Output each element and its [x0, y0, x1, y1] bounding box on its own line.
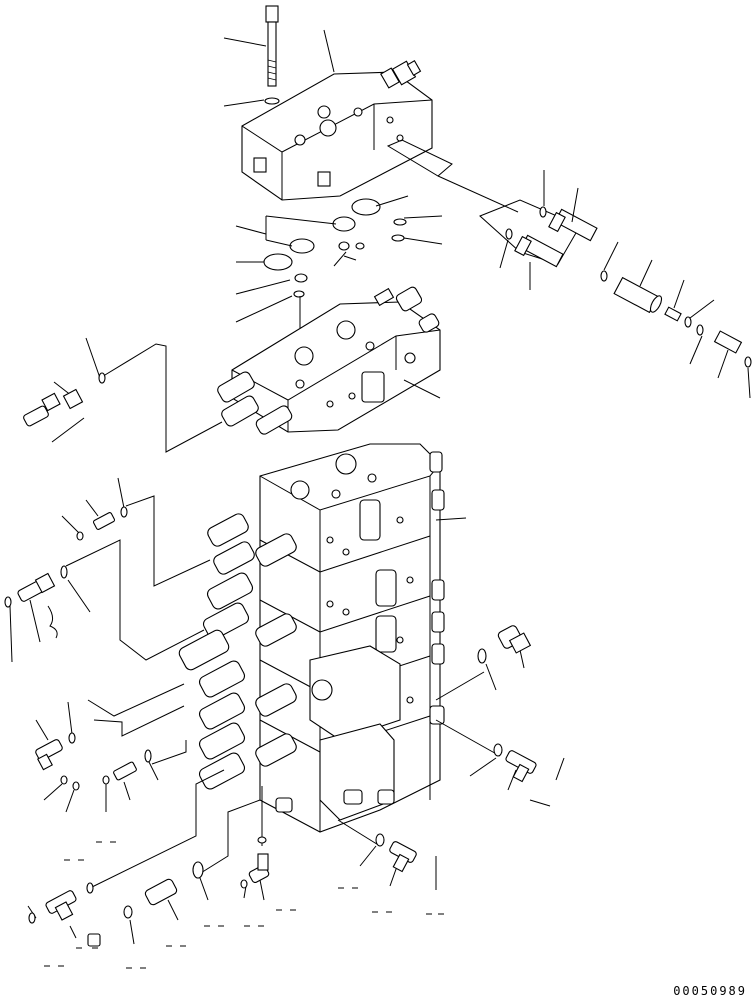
o-ring — [684, 316, 692, 328]
o-ring — [505, 228, 513, 240]
cover-side-fitting — [380, 60, 422, 89]
callout-marks — [44, 841, 444, 969]
solenoid-plug-left — [23, 388, 84, 427]
spool-caps-left — [178, 513, 297, 790]
middle-valve-section — [217, 286, 441, 435]
plug-fitting-2 — [113, 761, 137, 781]
solenoid-valve-a — [548, 208, 598, 242]
elbow-fitting-left — [35, 739, 63, 771]
tee-fitting-bottom — [45, 890, 77, 921]
top-cover-assembly — [241, 5, 519, 213]
main-valve-stack — [178, 443, 445, 833]
left-loose-parts — [4, 372, 270, 947]
elbow-right-bottom — [389, 841, 417, 873]
elbow-fitting-right — [713, 330, 743, 354]
solenoid-valve-group — [479, 199, 752, 368]
o-ring — [600, 270, 608, 282]
part-number: 00050989 — [673, 984, 747, 998]
pilot-block — [309, 645, 401, 741]
seal-set — [263, 198, 407, 384]
small-nut — [87, 933, 101, 947]
fitting-bottom-center — [144, 878, 178, 906]
connector-right — [497, 625, 532, 654]
o-ring — [744, 356, 752, 368]
tee-fitting-left — [17, 572, 56, 602]
bolt-washer — [264, 97, 280, 105]
o-ring — [696, 324, 704, 336]
solenoid-valve-b — [514, 234, 564, 268]
o-ring — [539, 206, 547, 218]
leader-lines — [9, 29, 751, 945]
side-relief-valve — [361, 371, 385, 403]
accumulator-cylinder — [613, 276, 663, 314]
small-fitting — [664, 306, 682, 322]
right-loose-parts — [375, 625, 537, 873]
tie-bolt — [265, 5, 279, 87]
spool-cap — [217, 371, 293, 435]
cover-block — [241, 71, 433, 201]
plug-fitting — [92, 512, 116, 530]
tee-fitting-right — [505, 750, 537, 783]
elbow-bottom — [248, 853, 270, 884]
